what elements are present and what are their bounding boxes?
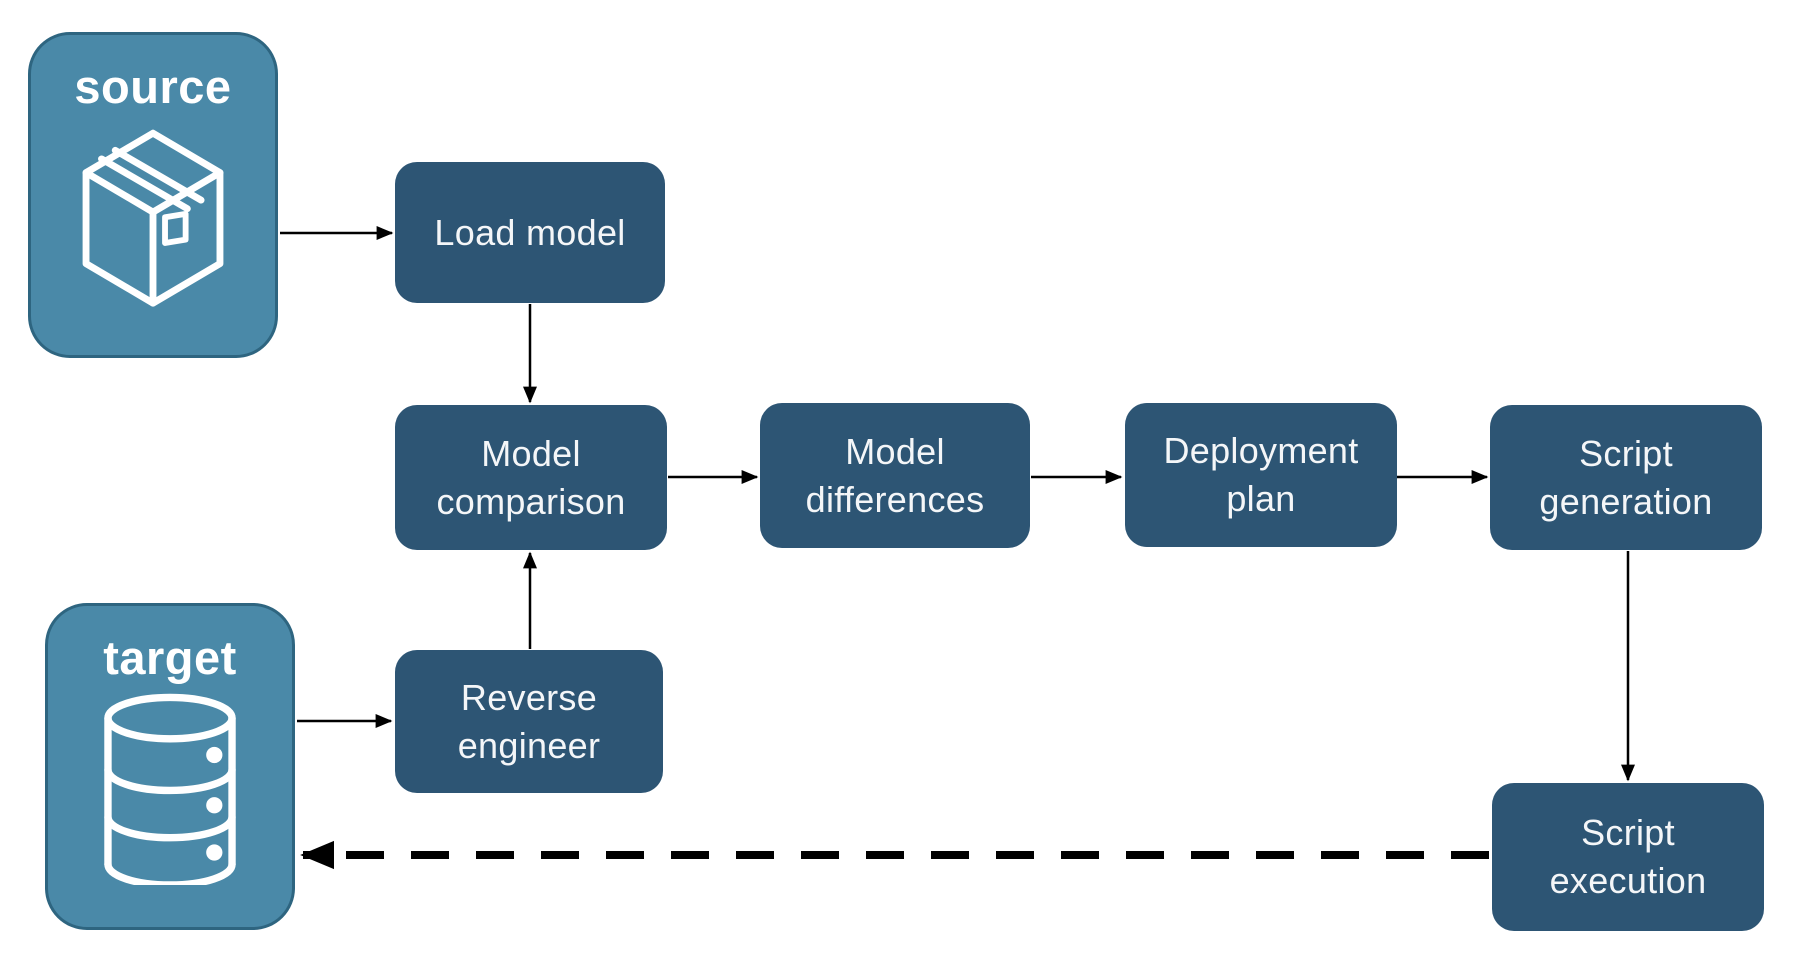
node-script-generation: Script generation bbox=[1490, 405, 1762, 550]
node-load-model-label: Load model bbox=[434, 211, 626, 253]
source-container: source bbox=[28, 32, 278, 358]
node-deployment-plan: Deployment plan bbox=[1125, 403, 1397, 547]
node-script-generation-label: Script generation bbox=[1539, 432, 1713, 522]
node-model-differences: Model differences bbox=[760, 403, 1030, 548]
target-container: target bbox=[45, 603, 295, 930]
node-model-comparison-label: Model comparison bbox=[436, 432, 626, 522]
target-label: target bbox=[103, 631, 237, 684]
node-script-execution-label: Script execution bbox=[1549, 812, 1707, 901]
node-load-model: Load model bbox=[395, 162, 665, 303]
database-icon bbox=[104, 693, 236, 885]
node-deployment-plan-label: Deployment plan bbox=[1163, 430, 1359, 519]
node-script-execution: Script execution bbox=[1492, 783, 1764, 931]
node-model-comparison: Model comparison bbox=[395, 405, 667, 550]
package-icon bbox=[82, 129, 224, 307]
source-label: source bbox=[74, 60, 232, 113]
node-reverse-engineer: Reverse engineer bbox=[395, 650, 663, 793]
node-model-differences-label: Model differences bbox=[805, 430, 985, 520]
node-reverse-engineer-label: Reverse engineer bbox=[457, 676, 601, 766]
